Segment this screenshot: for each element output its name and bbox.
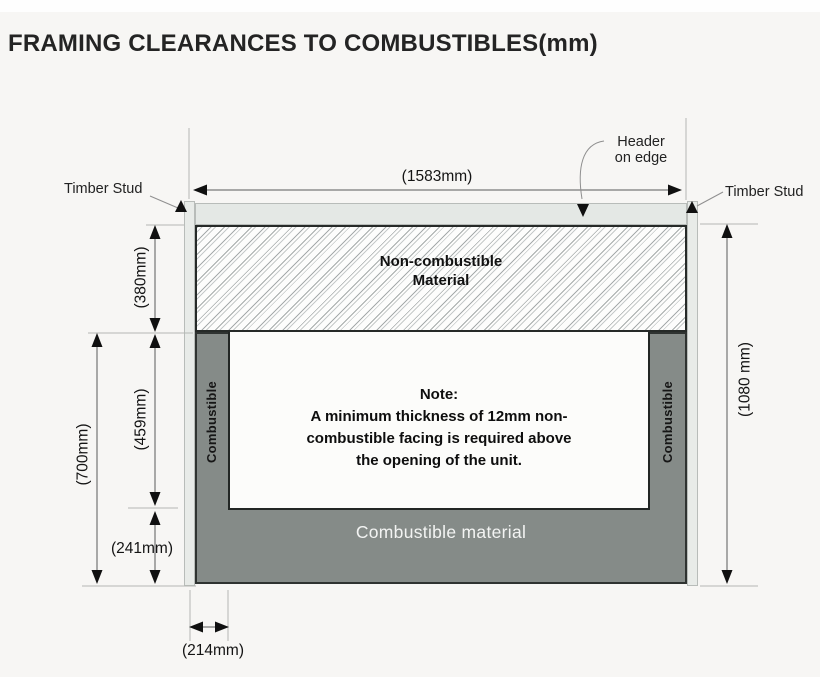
dimension-top-width: (1583mm) <box>401 168 473 185</box>
dimension-right-total-height: (1080 mm) <box>736 342 754 417</box>
non-combustible-line2: Material <box>412 272 470 289</box>
non-combustible-hatch-area <box>195 225 687 332</box>
timber-stud-label-right: Timber Stud <box>725 184 804 200</box>
header-beam-shape <box>195 203 687 225</box>
unit-opening <box>228 332 650 510</box>
header-on-edge-label: Header on edge <box>596 134 686 166</box>
combustible-stud-label-left: Combustible <box>204 380 219 464</box>
header-label-line1: Header <box>617 134 665 150</box>
note-line2: combustible facing is required above <box>306 430 572 447</box>
note-title: Note: <box>419 386 459 403</box>
timber-stud-left-shape <box>184 201 195 586</box>
dimension-hearth-height: (241mm) <box>110 540 173 557</box>
dimension-stud-width: (214mm) <box>181 642 244 659</box>
page-title: FRAMING CLEARANCES TO COMBUSTIBLES(mm) <box>8 30 598 57</box>
timber-stud-right-shape <box>687 201 698 586</box>
dimension-facing-height: (380mm) <box>132 246 150 309</box>
non-combustible-line1: Non-combustible <box>379 253 503 270</box>
dimension-opening-height: (459mm) <box>132 388 150 451</box>
dimension-left-total-height: (700mm) <box>74 423 92 486</box>
note-line1: A minimum thickness of 12mm non- <box>310 408 568 425</box>
non-combustible-material-label: Non-combustible Material <box>195 252 687 290</box>
note-line3: the opening of the unit. <box>356 452 522 469</box>
note-block: Note: A minimum thickness of 12mm non- c… <box>238 384 640 472</box>
combustible-material-label: Combustible material <box>355 522 527 542</box>
timber-stud-label-left: Timber Stud <box>64 181 143 197</box>
combustible-stud-label-right: Combustible <box>660 380 675 464</box>
top-strip <box>0 0 820 12</box>
header-label-line2: on edge <box>614 150 668 166</box>
